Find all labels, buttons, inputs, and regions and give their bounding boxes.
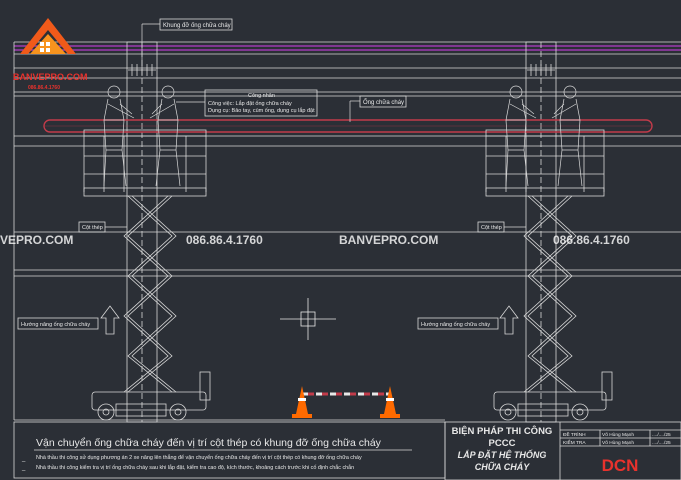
lift-direction-arrow-right (499, 305, 519, 335)
callout-lift-direction-left: Hướng nâng ống chữa cháy (17, 317, 99, 330)
watermarks: VEPRO.COM 086.86.4.1760 BANVEPRO.COM 086… (0, 233, 630, 247)
watermark-phone-left: 086.86.4.1760 (186, 233, 263, 247)
caption-block: Vận chuyển ống chữa cháy đến vị trí cột … (13, 421, 446, 479)
title-line-3: LẮP ĐẶT HỆ THỐNG (458, 449, 547, 460)
worker-figures-right (505, 85, 583, 187)
label-workers-tools: Dụng cụ: Bảo tay, cùm ống, dụng cụ lắp đ… (208, 107, 315, 114)
label-lift-direction-left: Hướng nâng ống chữa cháy (21, 322, 90, 328)
title-line-1: BIỆN PHÁP THI CÔNG (452, 425, 553, 437)
callout-steel-column-left: Cột thép (78, 221, 127, 233)
label-steel-column-left: Cột thép (82, 225, 103, 231)
callout-support-frame: Khung đỡ ống chữa cháy (141, 18, 233, 64)
caption-bullet-2: _ (21, 465, 26, 471)
title-line-2: PCCC (489, 438, 516, 449)
title-block-text: BIỆN PHÁP THI CÔNG PCCC LẮP ĐẶT HỆ THỐNG… (452, 425, 671, 475)
lift-direction-arrow-left (100, 305, 120, 335)
logo-brand-text: BANVEPRO.COM (13, 72, 88, 82)
worker-figures-left (103, 85, 181, 187)
scissor-lift-right (485, 129, 613, 421)
caption-note-2: Nhà thầu thi công kiểm tra vị trí ống ch… (36, 464, 354, 471)
row2-date: ..../..../25 (652, 440, 671, 446)
row2-name: Võ Hùng Mạnh (602, 440, 634, 446)
callout-lift-direction-right: Hướng nâng ống chữa cháy (417, 317, 499, 330)
top-beams (13, 41, 681, 420)
caption-note-1: Nhà thầu thi công sử dụng phương án 2 xe… (36, 454, 362, 461)
pipe-support-frame-left (128, 64, 156, 76)
row1-date: ..../..../25 (652, 432, 671, 438)
row1-name: Võ Hùng Mạnh (602, 432, 634, 438)
label-steel-column-right: Cột thép (481, 225, 502, 231)
label-lift-direction-right: Hướng nâng ống chữa cháy (421, 322, 490, 328)
caption-title: Vận chuyển ống chữa cháy đến vị trí cột … (36, 437, 382, 449)
logo-phone-text: 086.86.4.1760 (28, 85, 60, 91)
watermark-site-center: BANVEPRO.COM (339, 233, 438, 247)
scissor-lift-left (83, 129, 211, 421)
pipe-support-frame-right (527, 64, 555, 76)
caption-bullet-1: _ (21, 456, 26, 462)
label-support-frame: Khung đỡ ống chữa cháy (163, 23, 231, 29)
watermark-phone-right: 086.86.4.1760 (553, 233, 630, 247)
label-pipe: Ống chữa cháy (363, 99, 404, 106)
callout-steel-column-right: Cột thép (477, 221, 526, 233)
fire-pipe (43, 119, 653, 133)
title-block (444, 421, 681, 480)
watermark-site-left: VEPRO.COM (0, 233, 73, 247)
callout-pipe: Ống chữa cháy (349, 95, 407, 122)
banvepro-logo: BANVEPRO.COM 086.86.4.1760 (13, 18, 88, 91)
crosshair-marker (280, 298, 336, 340)
label-workers-title: Công nhân (248, 93, 275, 99)
row2-label: KIỂM TRA (563, 439, 586, 446)
label-workers-task: Công việc: Lắp đặt ống chữa cháy (208, 100, 292, 107)
traffic-cone-right (380, 386, 400, 418)
company-logo-dcn: DCN (602, 456, 639, 475)
title-line-4: CHỮA CHÁY (475, 462, 530, 472)
callout-workers: Công nhân Công việc: Lắp đặt ống chữa ch… (176, 89, 318, 117)
traffic-cone-left (292, 386, 312, 418)
row1-label: ĐỀ TRÌNH (563, 431, 586, 438)
